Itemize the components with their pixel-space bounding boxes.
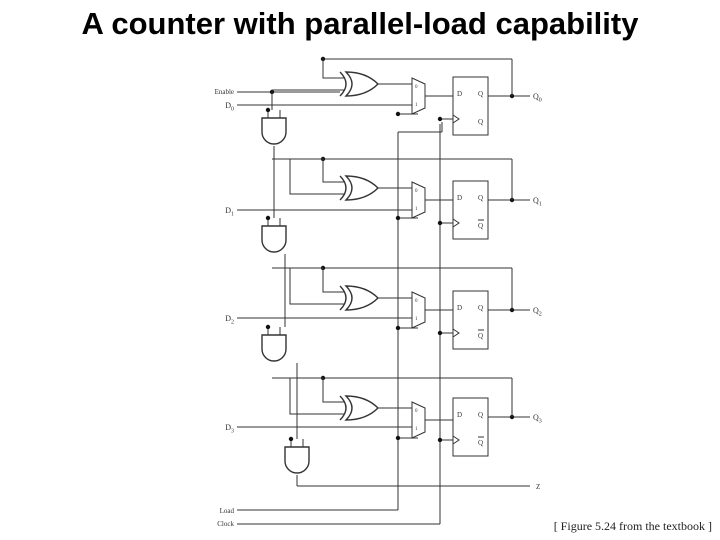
d-flip-flop: [452, 290, 489, 350]
d-flip-flop: [452, 397, 489, 457]
mux-2to1: [411, 181, 426, 219]
junction-dot: [395, 111, 401, 117]
wire: [322, 159, 344, 183]
xor-lower-input-wire: [289, 268, 344, 305]
xor-gate: [339, 175, 379, 201]
mux-input-1-label: 1: [415, 103, 418, 108]
ff-d-label: D: [457, 194, 462, 202]
ff-qbar-label: Q: [478, 332, 483, 340]
slide-title: A counter with parallel-load capability: [81, 6, 639, 41]
clock-input-wedge: [452, 218, 460, 228]
wire: [322, 59, 344, 79]
output-label-q2: Q2: [533, 306, 542, 318]
junction-dot: [395, 325, 401, 331]
mux-input-0-label: 0: [415, 189, 418, 194]
output-label-q1: Q1: [533, 196, 542, 208]
signal-label-z: Z: [536, 483, 540, 491]
mux-input-0-label: 0: [415, 85, 418, 90]
mux-input-0-label: 0: [415, 409, 418, 414]
clock-input-wedge: [452, 114, 460, 124]
d-flip-flop: [452, 76, 489, 136]
signal-label-enable: Enable: [215, 88, 234, 96]
ff-q-label: Q: [478, 90, 483, 98]
mux-2to1: [411, 401, 426, 439]
junction-dot: [437, 116, 443, 122]
output-label-q0: Q0: [533, 92, 542, 104]
xor-lower-input-wire: [289, 378, 344, 415]
ff-d-label: D: [457, 90, 462, 98]
xor-gate: [339, 71, 379, 97]
ff-qbar-label: Q: [478, 222, 483, 230]
junction-dot: [437, 330, 443, 336]
input-label-d3: D3: [225, 423, 234, 435]
and-gate: [261, 334, 287, 362]
and-gate: [284, 446, 310, 474]
mux-2to1: [411, 291, 426, 329]
and-gate: [261, 117, 287, 145]
ff-qbar-label: Q: [478, 118, 483, 126]
ff-d-label: D: [457, 304, 462, 312]
d-flip-flop: [452, 180, 489, 240]
input-label-d2: D2: [225, 314, 234, 326]
clock-input-wedge: [452, 328, 460, 338]
junction-dot: [437, 437, 443, 443]
mux-input-1-label: 1: [415, 317, 418, 322]
output-label-q3: Q3: [533, 413, 542, 425]
input-label-d1: D1: [225, 206, 234, 218]
junction-dot: [265, 215, 271, 221]
input-label-d0: D0: [225, 101, 234, 113]
ff-q-label: Q: [478, 411, 483, 419]
figure-caption: [ Figure 5.24 from the textbook ]: [553, 519, 712, 533]
junction-dot: [395, 215, 401, 221]
signal-label-load: Load: [220, 507, 235, 515]
junction-dot: [437, 220, 443, 226]
ff-q-label: Q: [478, 304, 483, 312]
junction-dot: [395, 435, 401, 441]
ff-q-label: Q: [478, 194, 483, 202]
junction-dot: [265, 324, 271, 330]
xor-lower-input-wire: [289, 159, 344, 195]
ff-qbar-label: Q: [478, 439, 483, 447]
mux-input-1-label: 1: [415, 207, 418, 212]
mux-input-1-label: 1: [415, 427, 418, 432]
mux-2to1: [411, 77, 426, 115]
signal-label-clock: Clock: [217, 520, 234, 528]
ff-d-label: D: [457, 411, 462, 419]
mux-input-0-label: 0: [415, 299, 418, 304]
xor-gate: [339, 285, 379, 311]
wire: [322, 268, 344, 293]
xor-gate: [339, 395, 379, 421]
junction-dot: [265, 107, 271, 113]
clock-input-wedge: [452, 435, 460, 445]
junction-dot: [288, 436, 294, 442]
and-gate: [261, 225, 287, 253]
wire: [322, 378, 344, 403]
